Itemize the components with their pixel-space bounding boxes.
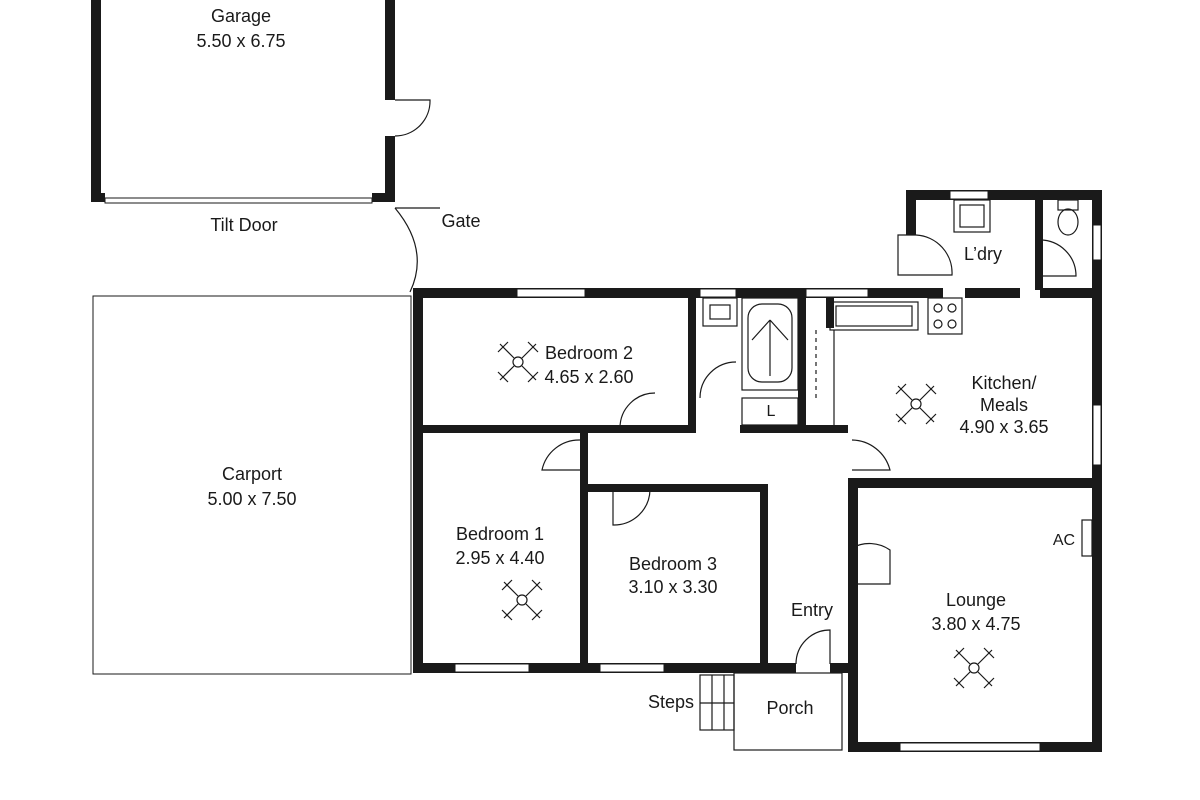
ceiling-fan-icon	[501, 579, 543, 621]
bedroom2-dims: 4.65 x 2.60	[544, 367, 633, 387]
ceiling-fan-icon	[497, 341, 539, 383]
ac-unit	[1081, 519, 1093, 557]
bedroom1-name: Bedroom 1	[456, 524, 544, 544]
linen-label: L	[767, 403, 776, 420]
laundry-fixtures	[953, 199, 1079, 236]
porch-name: Porch	[766, 698, 813, 718]
carport-dims: 5.00 x 7.50	[207, 489, 296, 509]
tilt-door	[104, 197, 373, 204]
ac-label: AC	[1053, 532, 1075, 549]
carport-name: Carport	[222, 464, 282, 484]
carport	[92, 295, 412, 675]
ceiling-fan-icon	[953, 647, 995, 689]
entry-name: Entry	[791, 600, 833, 620]
gate-swing	[394, 207, 440, 293]
lounge-dims: 3.80 x 4.75	[931, 614, 1020, 634]
garage	[91, 0, 431, 204]
windows	[454, 190, 1102, 752]
tilt-door-label: Tilt Door	[210, 215, 277, 235]
bedroom2-name: Bedroom 2	[545, 343, 633, 363]
laundry-name: L’dry	[964, 244, 1002, 264]
kitchen-name-line2: Meals	[980, 395, 1028, 415]
steps-label: Steps	[648, 692, 694, 712]
door-swings	[541, 234, 1077, 665]
bedroom3-name: Bedroom 3	[629, 554, 717, 574]
kitchen-dims: 4.90 x 3.65	[959, 417, 1048, 437]
bedroom3-dims: 3.10 x 3.30	[628, 577, 717, 597]
garage-door-swing	[394, 99, 431, 137]
kitchen-fixtures	[815, 297, 963, 430]
bath-fixtures	[702, 297, 799, 426]
gate-label: Gate	[441, 211, 480, 231]
garage-dims: 5.50 x 6.75	[196, 31, 285, 51]
porch	[699, 672, 843, 751]
ceiling-fan-icon	[895, 383, 937, 425]
bedroom1-dims: 2.95 x 4.40	[455, 548, 544, 568]
garage-name: Garage	[211, 6, 271, 26]
lounge-name: Lounge	[946, 590, 1006, 610]
kitchen-name-line1: Kitchen/	[971, 373, 1036, 393]
